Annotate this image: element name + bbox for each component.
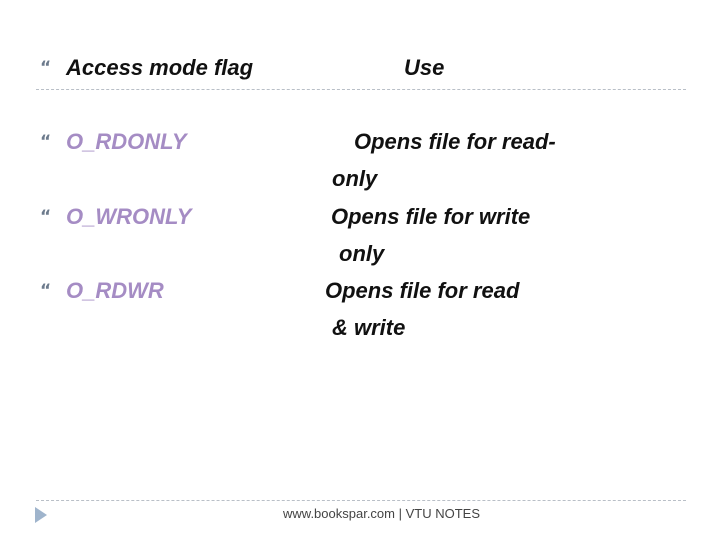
header-divider (36, 89, 686, 90)
play-triangle-icon (35, 507, 47, 523)
bullet-icon: “ (40, 58, 51, 78)
use-o-rdonly-line1: Opens file for read- (354, 129, 556, 154)
flag-o-rdwr: O_RDWR (66, 278, 164, 303)
use-o-rdwr-line2: & write (332, 315, 406, 340)
use-o-wronly-line2: only (339, 241, 385, 266)
flag-o-wronly: O_WRONLY (66, 204, 192, 229)
header-flag-label: Access mode flag (66, 55, 254, 80)
flag-o-rdonly: O_RDONLY (66, 129, 187, 154)
use-o-rdonly-line2: only (332, 166, 378, 191)
header-use-label: Use (404, 55, 445, 80)
bullet-icon: “ (40, 207, 51, 227)
use-o-rdwr-line1: Opens file for read (325, 278, 520, 303)
bullet-icon: “ (40, 132, 51, 152)
bullet-icon: “ (40, 281, 51, 301)
footer-divider (36, 500, 686, 501)
footer-text: www.bookspar.com | VTU NOTES (283, 506, 480, 521)
use-o-wronly-line1: Opens file for write (331, 204, 531, 229)
